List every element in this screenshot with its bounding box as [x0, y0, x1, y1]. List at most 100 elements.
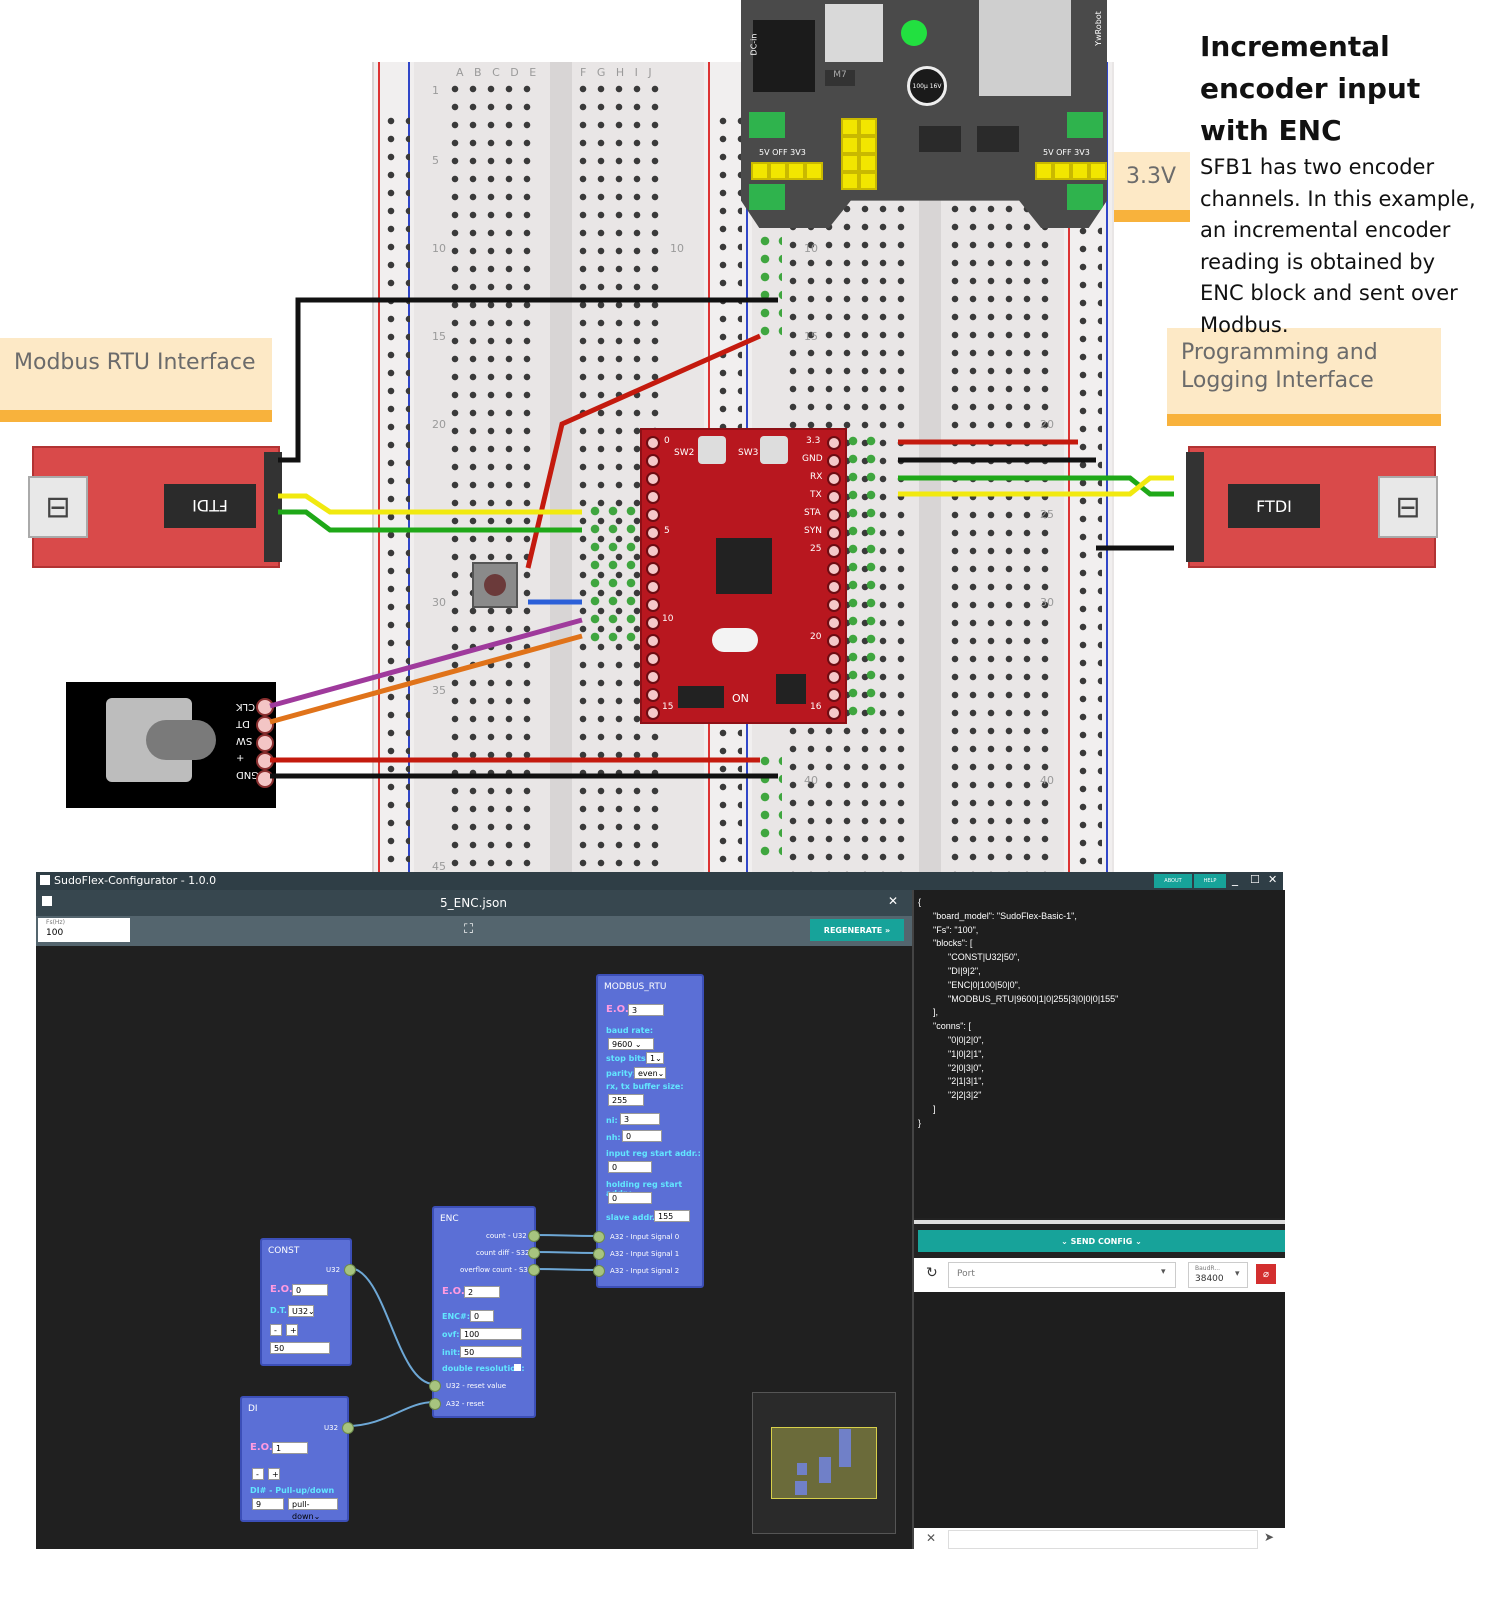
- di-eo-field[interactable]: 1: [272, 1442, 308, 1454]
- enc-init-field[interactable]: 50: [460, 1346, 522, 1358]
- modbus-eo-field[interactable]: 3: [628, 1004, 664, 1016]
- const-block[interactable]: CONST U32 E.O. 0 D.T. U32⌄ - + 50: [260, 1238, 356, 1366]
- regulator-2: [977, 126, 1019, 152]
- baud-select[interactable]: BaudR... 38400 ▾: [1188, 1262, 1248, 1288]
- about-button[interactable]: ABOUT: [1154, 874, 1192, 888]
- modbus-stop-select[interactable]: 1⌄: [646, 1052, 664, 1064]
- minimize-icon[interactable]: _: [1232, 872, 1238, 886]
- clear-icon[interactable]: ✕: [926, 1531, 937, 1545]
- ftdi-board-right: FTDI ⊟: [1186, 446, 1438, 568]
- note-modbus: Modbus RTU Interface: [0, 338, 272, 422]
- const-dt-select[interactable]: U32⌄: [288, 1305, 315, 1317]
- close-window-icon[interactable]: ✕: [1268, 873, 1278, 886]
- modbus-input-2[interactable]: [593, 1265, 605, 1277]
- diode-label: M7: [825, 70, 855, 86]
- modbus-parity-select[interactable]: even⌄: [634, 1067, 666, 1079]
- send-icon[interactable]: ➤: [1264, 1530, 1275, 1544]
- send-config-button[interactable]: ⌄ SEND CONFIG ⌄: [918, 1230, 1285, 1252]
- di-plus-button[interactable]: +: [268, 1468, 280, 1480]
- const-minus-button[interactable]: -: [270, 1324, 282, 1336]
- wire-black-top: [278, 297, 778, 463]
- wire-green-left: [278, 509, 582, 533]
- ftdi-pins: [1186, 452, 1204, 562]
- command-input[interactable]: [948, 1530, 1258, 1549]
- enc-output-diff[interactable]: [528, 1247, 540, 1259]
- mcu-chip: [716, 538, 772, 594]
- fs-field[interactable]: Fs(Hz) 100: [38, 918, 130, 942]
- json-preview[interactable]: { "board_model": "SudoFlex-Basic-1", "Fs…: [914, 890, 1285, 1218]
- configurator-window: SudoFlex-Configurator - 1.0.0 ABOUT HELP…: [36, 872, 1285, 1549]
- modbus-ni-field[interactable]: 3: [620, 1113, 660, 1125]
- minimap[interactable]: [752, 1392, 896, 1534]
- fit-view-icon[interactable]: ⛶: [464, 922, 474, 937]
- wire-yellow-left: [278, 493, 582, 515]
- row-number: 25: [1040, 508, 1054, 521]
- di-minus-button[interactable]: -: [252, 1468, 264, 1480]
- green-holes-b: [756, 752, 782, 862]
- di-pin-field[interactable]: 9: [252, 1498, 284, 1510]
- maximize-icon[interactable]: ☐: [1250, 873, 1260, 886]
- row-number: 30: [432, 596, 446, 609]
- usb-connector-icon: ⊟: [1378, 476, 1438, 538]
- const-eo-field[interactable]: 0: [292, 1284, 328, 1296]
- json-text: { "board_model": "SudoFlex-Basic-1", "Fs…: [918, 897, 1119, 1128]
- modbus-baud-select[interactable]: 9600 ⌄: [608, 1038, 654, 1050]
- enc-output-count[interactable]: [528, 1230, 540, 1242]
- row-number: 30: [1040, 596, 1054, 609]
- pin-header-right-bottom: [1067, 184, 1103, 210]
- enc-eo-field[interactable]: 2: [464, 1286, 500, 1298]
- modbus-rtu-block[interactable]: MODBUS_RTU E.O. 3 baud rate: 9600 ⌄ stop…: [593, 974, 704, 1288]
- enc-block[interactable]: ENC count - U32 count diff - S32 overflo…: [429, 1206, 540, 1418]
- port-select[interactable]: Port ▾: [948, 1262, 1176, 1288]
- di-output-port[interactable]: [342, 1422, 354, 1434]
- di-block[interactable]: DI U32 E.O. 1 - + DI# - Pull-up/down 9 p…: [240, 1396, 354, 1522]
- double-chevron-right-icon: »: [885, 925, 891, 935]
- help-button[interactable]: HELP: [1194, 874, 1226, 888]
- modbus-buffer-field[interactable]: 255: [608, 1094, 644, 1106]
- crystal: [712, 628, 758, 652]
- file-bar: 5_ENC.json ✕: [36, 890, 912, 916]
- modbus-nh-field[interactable]: 0: [622, 1130, 662, 1142]
- sw3-button: [760, 436, 788, 464]
- file-name: 5_ENC.json: [440, 896, 507, 910]
- enc-ovf-field[interactable]: 100: [460, 1328, 522, 1340]
- hole-grid-left: [446, 80, 538, 870]
- header: Incremental encoder input with ENC SFB1 …: [1200, 26, 1482, 341]
- modbus-input-1[interactable]: [593, 1248, 605, 1260]
- row-number: 20: [1040, 418, 1054, 431]
- di-pull-select[interactable]: pull-down⌄: [288, 1498, 338, 1521]
- disconnected-icon[interactable]: ⌀: [1256, 1264, 1276, 1284]
- push-button: [472, 562, 518, 608]
- enc-input-reset[interactable]: [429, 1398, 441, 1410]
- modbus-input-0[interactable]: [593, 1231, 605, 1243]
- close-file-icon[interactable]: ✕: [888, 894, 899, 908]
- page-description: SFB1 has two encoder channels. In this e…: [1200, 155, 1476, 337]
- enc-double-checkbox[interactable]: [514, 1364, 521, 1371]
- page-title: Incremental encoder input with ENC: [1200, 30, 1421, 147]
- enc-number-field[interactable]: 0: [470, 1310, 494, 1322]
- const-plus-button[interactable]: +: [286, 1324, 298, 1336]
- enc-output-overflow[interactable]: [528, 1264, 540, 1276]
- row-number: 35: [432, 684, 446, 697]
- jumper-labels-left: 5V OFF 3V3: [759, 148, 806, 157]
- enc-input-reset-value[interactable]: [429, 1380, 441, 1392]
- modbus-input-reg-field[interactable]: 0: [608, 1161, 652, 1173]
- wire-orange: [269, 633, 583, 725]
- modbus-slave-field[interactable]: 155: [654, 1210, 690, 1222]
- row-number: 10: [670, 242, 684, 255]
- usb-connector-icon: ⊟: [28, 476, 88, 538]
- center-gutter-2: [919, 62, 941, 884]
- regenerate-button[interactable]: REGENERATE »: [810, 919, 904, 941]
- row-number: 20: [432, 418, 446, 431]
- ftdi-chip: FTDI: [1228, 484, 1320, 528]
- u2-chip: [776, 674, 806, 704]
- const-value-field[interactable]: 50: [270, 1342, 330, 1354]
- dc-jack: [753, 20, 815, 92]
- const-output-port[interactable]: [344, 1264, 356, 1276]
- modbus-holding-reg-field[interactable]: 0: [608, 1192, 652, 1204]
- dropdown-arrow-icon: ▾: [1235, 1269, 1240, 1279]
- node-canvas[interactable]: CONST U32 E.O. 0 D.T. U32⌄ - + 50 DI U32…: [36, 946, 912, 1549]
- row-number: 40: [804, 774, 818, 787]
- refresh-icon[interactable]: ↻: [926, 1265, 938, 1281]
- save-icon[interactable]: [42, 896, 52, 906]
